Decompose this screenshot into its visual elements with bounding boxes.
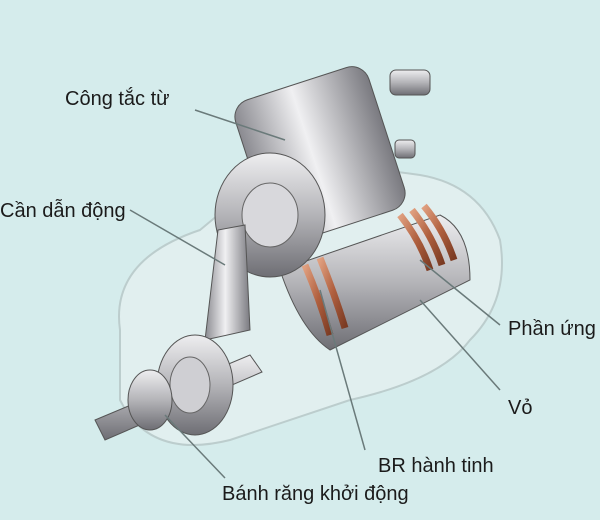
pinion-gear [127,369,173,431]
label-solenoid: Công tắc từ [65,88,170,110]
drive-lever [204,224,251,341]
label-drive-lever: Cần dẫn động [0,200,126,222]
leader-lines [129,109,501,479]
copper-windings [301,203,458,336]
label-armature: Phần ứng [508,318,596,340]
label-pinion-gear: Bánh răng khởi động [222,483,409,505]
label-planetary-gear: BR hành tinh [378,455,494,477]
label-housing: Vỏ [508,397,533,419]
